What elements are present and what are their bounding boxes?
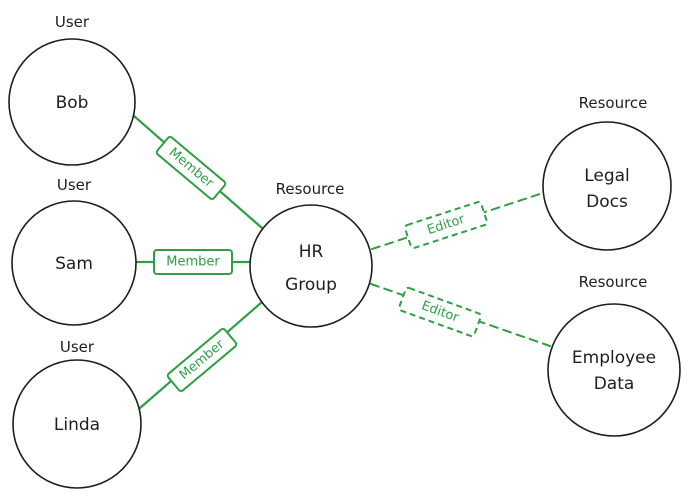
user-node-bob: User Bob (8, 13, 136, 166)
edge-label-hr-employee: Editor (398, 286, 482, 338)
node-name-line-1: Employee (572, 348, 656, 368)
edge-label-text: Member (166, 255, 220, 270)
node-name-line-1: HR (299, 242, 324, 262)
resource-node-legal-docs: Resource Legal Docs (542, 94, 672, 251)
user-node-linda: User Linda (12, 338, 142, 489)
edge-label-hr-legal: Editor (404, 201, 488, 249)
node-circle (11, 200, 137, 326)
node-name-line-1: Legal (584, 166, 630, 186)
node-circle (8, 38, 136, 166)
group-node-hr: Resource HR Group (249, 180, 373, 328)
node-type-label: Resource (579, 94, 648, 112)
node-name: Bob (56, 93, 89, 113)
node-circle (542, 121, 672, 251)
node-circle (249, 204, 373, 328)
node-type-label: Resource (276, 180, 345, 198)
node-type-label: User (60, 338, 95, 356)
edge-hr-employee (370, 283, 551, 347)
edge-label-bob-hr: Member (155, 136, 227, 200)
edge-label-sam-hr: Member (153, 249, 233, 275)
resource-node-employee-data: Resource Employee Data (547, 273, 681, 437)
node-name: Linda (54, 415, 100, 435)
node-type-label: User (55, 13, 90, 31)
node-type-label: Resource (579, 273, 648, 291)
node-circle (547, 303, 681, 437)
node-name-line-2: Docs (586, 192, 628, 212)
edge-label-linda-hr: Member (166, 328, 238, 392)
node-name-line-2: Data (594, 374, 635, 394)
node-name-line-2: Group (285, 275, 337, 295)
node-circle (12, 359, 142, 489)
user-node-sam: User Sam (11, 176, 137, 326)
node-type-label: User (57, 176, 92, 194)
node-name: Sam (55, 254, 93, 274)
